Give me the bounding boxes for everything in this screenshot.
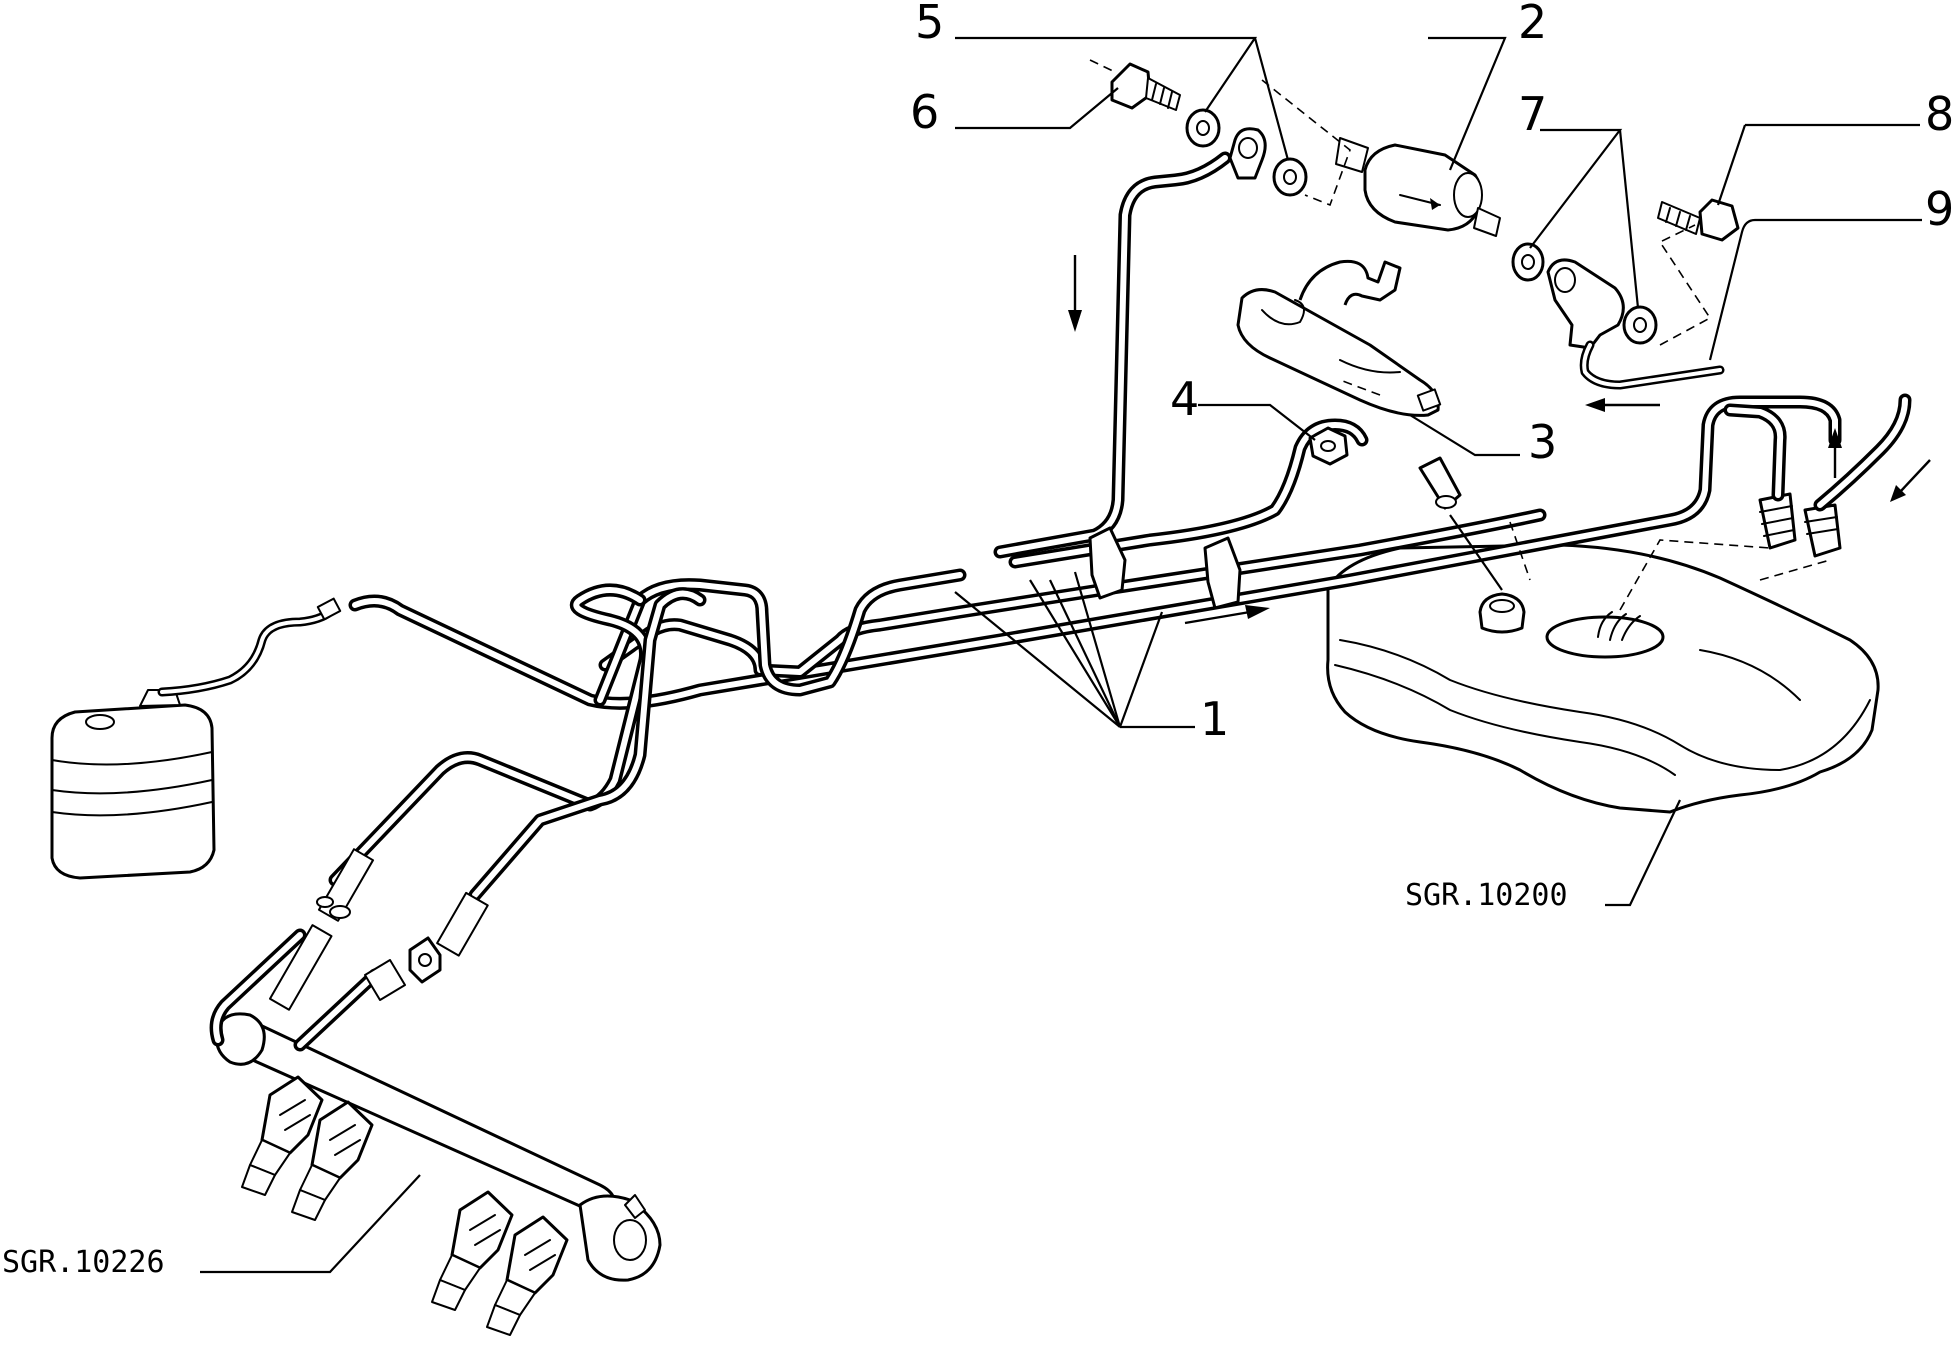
reference-tank: SGR.10200: [1405, 878, 1568, 913]
callout-leaders: [200, 36, 1922, 1274]
reference-rail: SGR.10226: [2, 1245, 165, 1280]
callout-7: 7: [1518, 87, 1547, 141]
callout-1: 1: [1200, 692, 1229, 746]
callout-2: 2: [1518, 0, 1547, 49]
carbon-canister: [50, 597, 342, 880]
callout-9: 9: [1925, 182, 1954, 236]
callout-4: 4: [1170, 372, 1199, 426]
nut-4: [1308, 426, 1349, 466]
fuel-tank: [1326, 543, 1880, 814]
callout-6: 6: [910, 85, 939, 139]
callout-labels: 5 6 2 7 8 9 3 4 1 SGR.10200 SGR.10226: [2, 0, 1954, 1280]
fuel-rail: [209, 848, 662, 1282]
fuel-pipes: [328, 151, 1842, 902]
tank-connectors: [1723, 393, 1912, 558]
callout-8: 8: [1925, 87, 1954, 141]
guide-lines: [1089, 59, 1831, 611]
flow-arrows: [1068, 255, 1931, 625]
banjo-bolt-8: [1657, 198, 1740, 242]
callout-5: 5: [915, 0, 944, 49]
fuel-level-sender: [1236, 259, 1503, 591]
fuel-filter: [1335, 137, 1501, 237]
banjo-bolt-6: [1110, 62, 1181, 111]
callout-3: 3: [1528, 415, 1557, 469]
injectors: [241, 1075, 569, 1336]
